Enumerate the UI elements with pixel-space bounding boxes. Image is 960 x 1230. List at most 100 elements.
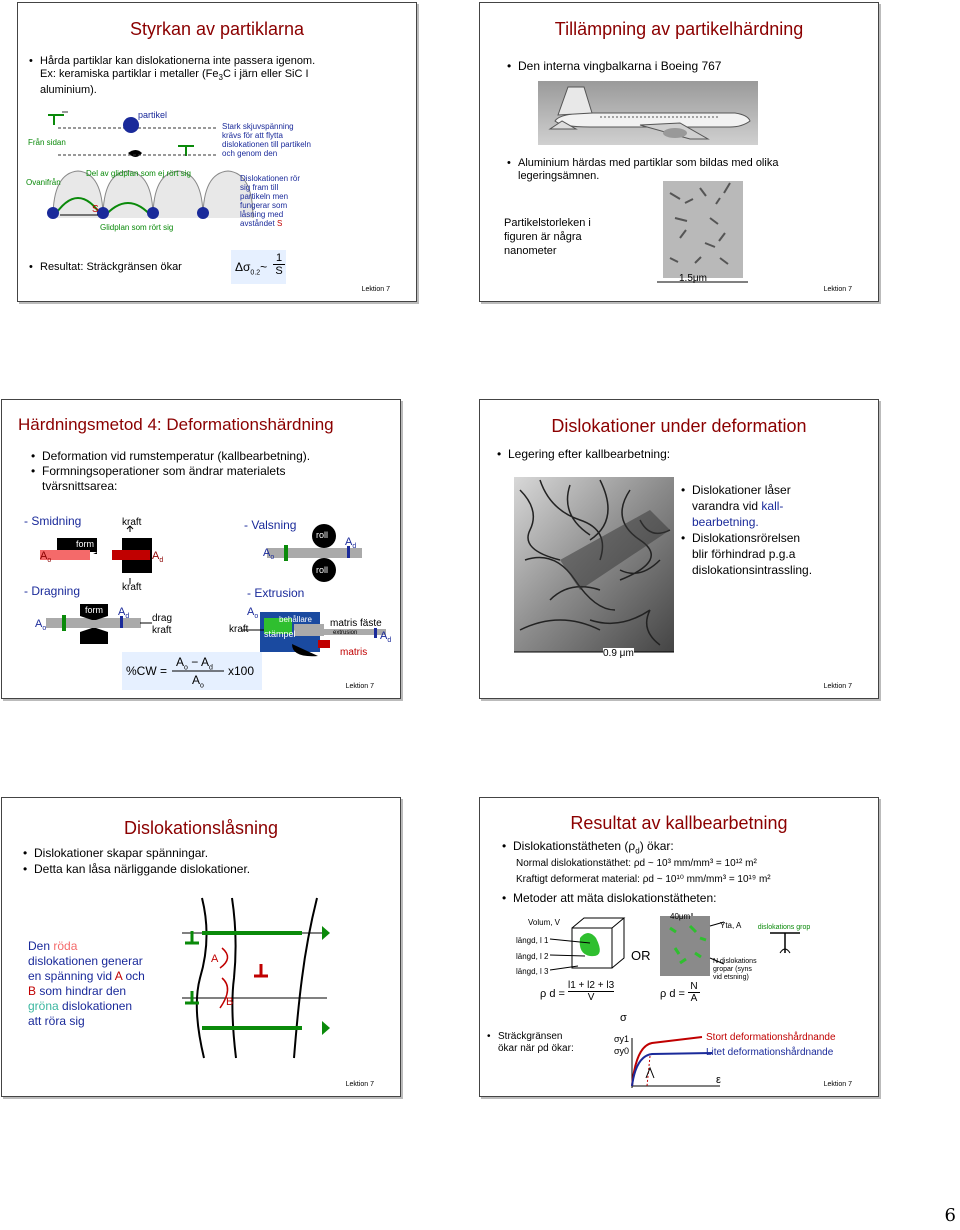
formula-numerator: N [688,981,700,993]
text-line: Ex: keramiska partiklar i metaller (Fe [40,68,219,80]
label-langd-3: längd, l 3 [516,967,549,976]
label-matris: matris [340,647,368,658]
text-b: B [28,984,37,998]
text-line: en spänning vid [28,969,113,983]
scale-label: 1.5μm [679,273,707,284]
lektion-label: Lektion 7 [361,286,390,293]
label-yta: Yta, A [720,921,741,930]
label-a: A [35,618,43,630]
text-line: ) ökar: [639,839,674,853]
label-roll-bottom: roll [316,565,329,575]
label-del-av-glidplan: Del av glidplan som ej rört sig [86,169,191,178]
label-a: A [247,606,255,618]
label-valsning: - Valsning [244,518,297,532]
text-line: Formningsoperationer som ändrar material… [42,464,286,478]
sub-d: d [208,664,213,672]
sub-d: d [159,557,164,565]
text-line: Dislokationen rör [240,174,301,183]
text-line: partikeln men [240,192,289,201]
text-line: fungerar som [240,201,288,210]
formula-text: ρ d = [660,988,685,1000]
text-line: Dislokationstätheten (ρ [513,839,636,853]
label-sigma: σ [620,1012,627,1024]
text-line: dislokationsintrassling. [692,563,813,577]
text-word: , A [732,921,742,930]
density-methods-diagram [549,913,800,1088]
text-line: ρd ~ 10³ mm/mm³ = 10¹² m² [633,858,757,869]
formula-cw-num: Ao − Ad [176,655,213,672]
text-line: och genom den [222,149,278,158]
slide-deformationshardning: Härdningsmetod 4: Deformationshärdning D… [1,399,401,699]
label-a: A [192,673,201,687]
label-roll-top: roll [316,530,329,540]
text-line: blir förhindrad p.g.a [692,547,796,561]
label-a: A [200,655,209,669]
text-line: dislokationen till partikeln [222,140,311,149]
bullet-aluminium: Aluminium härdas med partiklar som bilda… [507,157,778,183]
dislocation-micrograph [514,477,674,653]
text-line: aluminium). [40,84,97,97]
bullet-formningsoperationer: Formningsoperationer som ändrar material… [31,464,286,494]
slide-dislokationslasning: Dislokationslåsning Dislokationer skapar… [1,797,401,1097]
bullet-lasar: Dislokationer låser varandra vid kall- b… [681,482,791,530]
label-point-b: B [226,996,234,1008]
text-line: gropar (syns [713,966,752,973]
slide-tillampning: Tillämpning av partikelhärdning Den inte… [479,2,879,302]
formula-rho-l-frac: l1 + l2 + l3 V [568,980,615,1003]
bullet-rorelsen: Dislokationsrörelsen blir förhindrad p.g… [681,530,813,578]
formula-tilde: ~ [260,260,268,274]
formula-fraction: 1 S [273,252,285,277]
label-or: OR [631,948,651,963]
text-line: vid etsning) [713,974,749,981]
text-line: Sträckgränsen [498,1031,563,1042]
slide-dislokationer-deformation: Dislokationer under deformation Legering… [479,399,879,699]
text-line: figuren är några [504,231,582,243]
label-ao-extrusion: Ao [247,606,258,620]
lektion-label: Lektion 7 [345,683,374,690]
sub-o: o [184,664,188,672]
label-ad-dragning: Ad [118,606,129,620]
text-roda: röda [53,939,78,953]
label-a: A [176,655,185,669]
label-partikel: partikel [138,110,168,120]
text-line: Dislokationsrörelsen [692,531,801,545]
bullet-hard-particles: Hårda partiklar kan dislokationerna inte… [29,55,410,97]
text-line: sig fram till [240,183,279,192]
formula-cw-x100: x100 [228,664,255,678]
text-line: C i järn eller SiC I [222,68,309,80]
text-roda-dislokationen: Den röda dislokationen generar en spänni… [28,939,178,1029]
text-kall: kall- [761,499,784,513]
formula-cw-den: Ao [192,673,204,689]
label-fran-sidan: Från sidan [28,138,66,147]
label-sigma-y0: σy0 [614,1046,630,1056]
bullet-dislokationstatheten: Dislokationstätheten (ρd) ökar: [502,839,674,857]
bullet-resultat: Resultat: Sträckgränsen ökar [29,261,182,274]
formula-denominator: A [690,993,698,1004]
label-a: A [345,536,353,548]
label-stort: Stort deformationshårdnande [706,1032,836,1043]
text-line: Normal dislokationstäthet: [516,858,632,869]
formula-rho-n: ρ d = [660,988,685,1000]
slide-title: Dislokationer under deformation [551,416,807,436]
label-kraft-top: kraft [122,517,142,528]
slide-title: Styrkan av partiklarna [129,19,305,39]
label-a: A [152,550,160,562]
label-dislokationen-ror: Dislokationen rör sig fram till partikel… [240,174,300,228]
text-line: tvärsnittsarea: [42,479,118,493]
text-line: Stark skjuvspänning [222,122,294,131]
text-line: drag [152,613,173,624]
text-line: N dislokations [713,958,757,965]
label-a: A [118,606,126,618]
label-ao-dragning: Ao [35,618,46,632]
label-n-dislokations: N dislokations gropar (syns vid etsning) [713,958,757,982]
label-dislokations-grop: dislokations grop [757,924,811,931]
formula-text: ρ d = [540,988,565,1000]
text-line: nanometer [504,245,557,257]
label-form-dragning: form [85,605,103,615]
sub-d: d [387,637,392,645]
label-stark-skjuvspanning: Stark skjuvspänning krävs för att flytta… [222,122,311,158]
text-line: Dislokationer låser [692,483,791,497]
formula-denominator: S [275,265,283,277]
text-line: kraft [152,625,172,636]
label-ovanifran: Ovanifrån [26,178,61,187]
